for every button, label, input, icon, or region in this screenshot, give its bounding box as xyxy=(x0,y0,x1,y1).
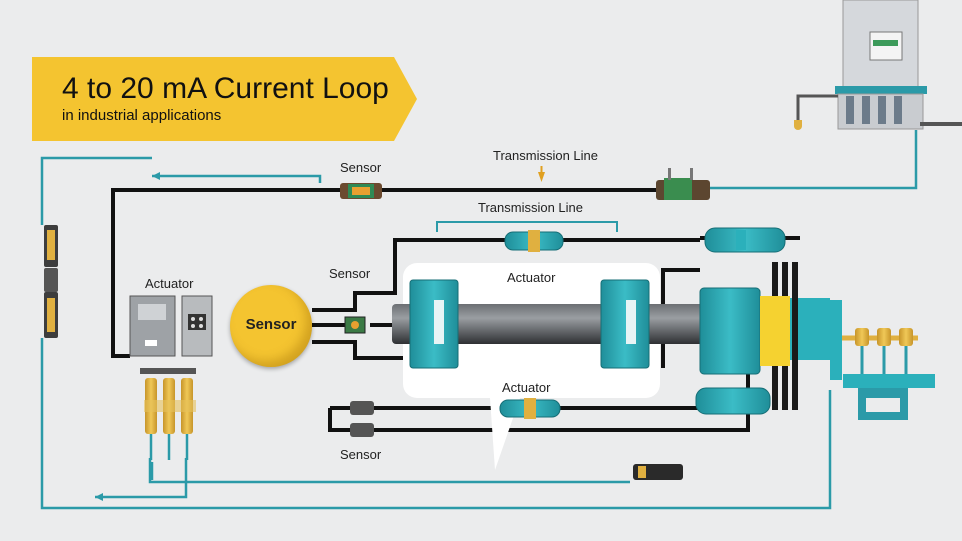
label-sensor-bottom: Sensor xyxy=(340,447,382,462)
actuator-blocks xyxy=(409,279,650,369)
transmission-bracket xyxy=(436,221,618,232)
label-actuator-panel: Actuator xyxy=(507,270,556,285)
brass-fuses-left xyxy=(140,368,196,460)
label-actuator-lower: Actuator xyxy=(502,380,551,395)
main-actuator-housing xyxy=(699,262,830,410)
label-sensor-mid: Sensor xyxy=(329,266,371,281)
lower-sensors xyxy=(350,401,683,480)
arrow-left-top xyxy=(152,172,160,180)
label-actuator-left: Actuator xyxy=(145,276,194,291)
control-cabinet xyxy=(794,0,962,130)
actuator-relay-block xyxy=(129,295,213,357)
connector-top-right xyxy=(656,168,710,200)
brass-valves-right xyxy=(830,300,935,420)
down-arrow-icon xyxy=(538,172,545,182)
sensor-circle: Sensor xyxy=(230,285,312,367)
label-sensor-top: Sensor xyxy=(340,160,382,175)
label-transmission-line-top: Transmission Line xyxy=(493,148,599,163)
label-transmission-line-mid: Transmission Line xyxy=(478,200,584,215)
sensor-circle-label: Sensor xyxy=(245,316,297,333)
sensor-component-top xyxy=(340,183,382,199)
page-title: 4 to 20 mA Current Loop xyxy=(62,72,389,105)
teal-outer-loop xyxy=(40,130,918,510)
lower-actuator-capsule xyxy=(499,398,561,419)
page-subtitle: in industrial applications xyxy=(62,107,222,124)
teal-capsules-right xyxy=(695,227,786,415)
title-banner: 4 to 20 mA Current Loop in industrial ap… xyxy=(32,57,417,141)
center-junction xyxy=(344,316,366,334)
banner-shape xyxy=(32,57,417,141)
arrow-left-bottom xyxy=(95,493,103,501)
left-vertical-connectors xyxy=(44,225,58,338)
transmission-capsule xyxy=(504,230,564,252)
